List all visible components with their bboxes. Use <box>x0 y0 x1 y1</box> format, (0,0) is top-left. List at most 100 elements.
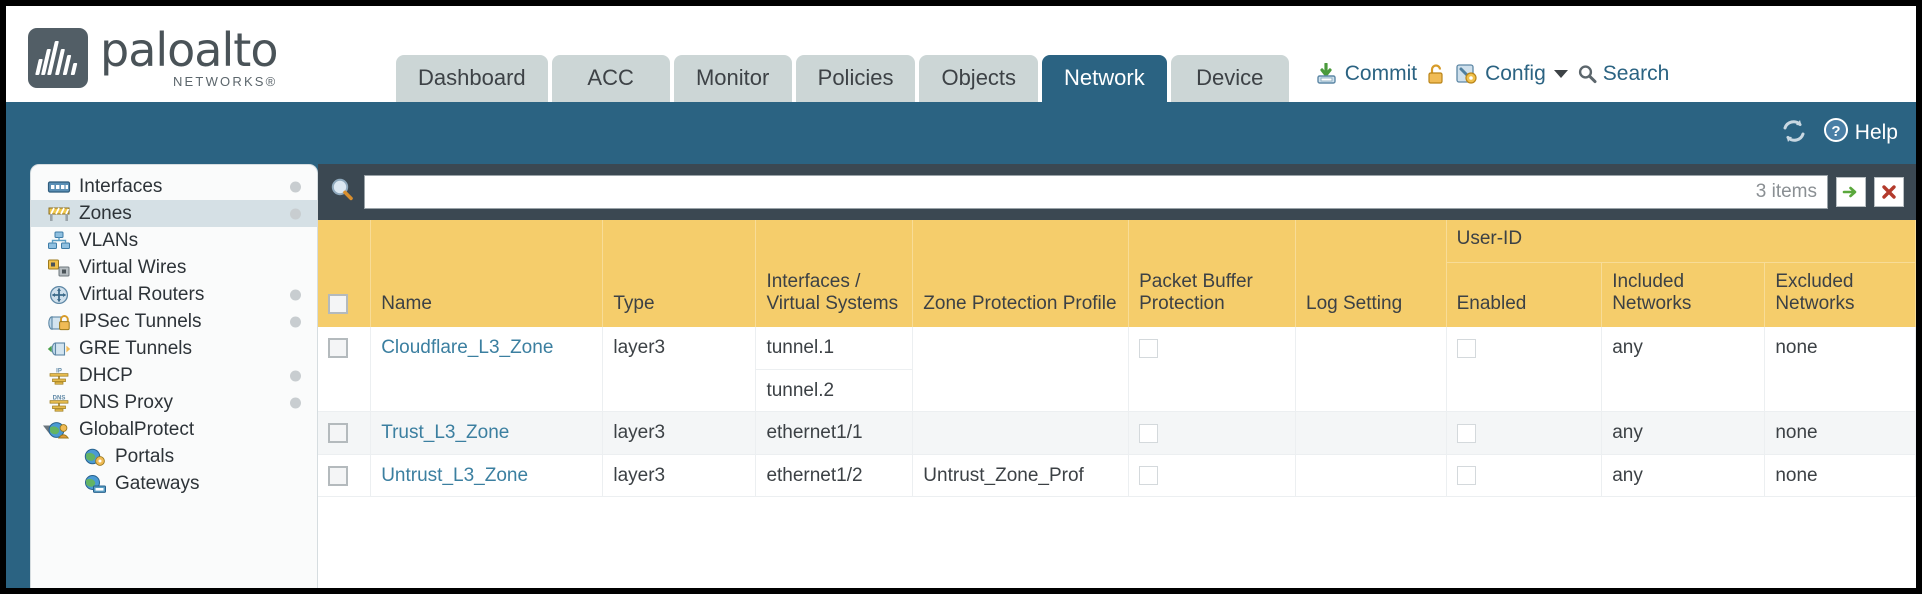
sidebar-item-virtual-routers[interactable]: Virtual Routers <box>31 281 317 308</box>
brand-name: paloalto <box>100 23 278 77</box>
commit-label: Commit <box>1344 62 1418 85</box>
config-lock-button[interactable] <box>1426 63 1446 85</box>
main-panel: 3 items <box>318 164 1916 588</box>
commit-button[interactable]: Commit <box>1315 62 1417 86</box>
apply-filter-button[interactable] <box>1836 177 1866 207</box>
search-input[interactable]: 3 items <box>364 175 1828 209</box>
help-label: Help <box>1854 121 1898 144</box>
column-header-excluded-networks[interactable]: Excluded Networks <box>1764 262 1916 328</box>
tab-policies[interactable]: Policies <box>795 55 916 102</box>
tab-network[interactable]: Network <box>1042 55 1167 102</box>
main-nav-tabs: Dashboard ACC Monitor Policies Objects N… <box>396 55 1289 102</box>
zone-name-link[interactable]: Cloudflare_L3_Zone <box>381 337 554 359</box>
interface-entry: tunnel.2 <box>766 379 835 401</box>
packet-buffer-checkbox[interactable] <box>1139 338 1159 358</box>
top-bar: paloalto NETWORKS® Dashboard ACC Monitor… <box>6 6 1916 102</box>
sidebar-item-label: DNS Proxy <box>79 391 173 413</box>
column-header-packet-buffer[interactable]: Packet Buffer Protection <box>1128 220 1297 328</box>
column-header-type[interactable]: Type <box>602 220 757 328</box>
row-select-cell <box>318 327 372 413</box>
sidebar-item-label: IPSec Tunnels <box>79 310 202 332</box>
cell-excluded-networks: none <box>1764 454 1916 498</box>
cell-type: layer3 <box>602 454 757 498</box>
sidebar-item-dhcp[interactable]: IP DHCP <box>31 362 317 389</box>
sidebar-item-gateways[interactable]: Gateways <box>31 470 317 497</box>
zones-table: Name Type Interfaces / Virtual Systems Z… <box>318 220 1916 498</box>
cell-included-networks: any <box>1601 327 1766 413</box>
table-row[interactable]: Trust_L3_Zone layer3 ethernet1/1 any <box>318 411 1916 455</box>
help-question-icon: ? <box>1823 117 1849 149</box>
cell-log-setting <box>1295 411 1447 455</box>
search-button[interactable]: Search <box>1577 62 1669 86</box>
column-group-header-user-id: User-ID <box>1446 220 1916 264</box>
sidebar-item-gre-tunnels[interactable]: GRE Tunnels <box>31 335 317 362</box>
cell-included-networks: any <box>1601 411 1766 455</box>
sidebar-item-zones[interactable]: Zones <box>31 200 317 227</box>
sidebar-item-dns-proxy[interactable]: DNS DNS Proxy <box>31 389 317 416</box>
sidebar-item-globalprotect[interactable]: GlobalProtect <box>31 416 317 443</box>
userid-enabled-checkbox[interactable] <box>1456 338 1476 358</box>
cell-userid-enabled <box>1446 411 1603 455</box>
cell-zone-protection <box>912 411 1130 455</box>
table-group-header-row: Name Type Interfaces / Virtual Systems Z… <box>318 220 1916 328</box>
svg-text:?: ? <box>1831 123 1840 140</box>
tab-device[interactable]: Device <box>1170 55 1289 102</box>
sidebar-item-label: VLANs <box>79 229 139 251</box>
row-checkbox[interactable] <box>328 465 348 486</box>
brand-subtitle: NETWORKS® <box>172 74 278 89</box>
tab-objects[interactable]: Objects <box>919 55 1039 102</box>
column-header-included-networks[interactable]: Included Networks <box>1601 262 1766 328</box>
config-menu-button[interactable]: Config <box>1455 62 1568 86</box>
sidebar-item-vlans[interactable]: VLANs <box>31 227 317 254</box>
packet-buffer-checkbox[interactable] <box>1139 423 1159 443</box>
sidebar-item-label: Virtual Wires <box>79 256 187 278</box>
table-header-row: Enabled Included Networks Excluded Netwo… <box>318 262 1916 328</box>
virtual-wires-icon <box>47 258 71 278</box>
config-label: Config <box>1485 62 1546 85</box>
filter-bar: 3 items <box>318 164 1916 220</box>
magnifier-icon[interactable] <box>328 176 356 209</box>
table-row[interactable]: Untrust_L3_Zone layer3 ethernet1/2 Untru… <box>318 454 1916 498</box>
column-header-log-setting[interactable]: Log Setting <box>1295 220 1447 328</box>
sidebar-item-ipsec-tunnels[interactable]: IPSec Tunnels <box>31 308 317 335</box>
interfaces-icon <box>47 177 71 197</box>
clear-filter-button[interactable] <box>1874 177 1904 207</box>
column-header-zone-protection[interactable]: Zone Protection Profile <box>912 220 1130 328</box>
virtual-routers-icon <box>47 285 71 305</box>
cell-interfaces: tunnel.1 tunnel.2 <box>755 327 914 413</box>
tab-dashboard[interactable]: Dashboard <box>396 55 548 102</box>
config-wrench-icon <box>1455 63 1479 85</box>
chevron-down-icon[interactable] <box>1553 70 1568 78</box>
zone-name-link[interactable]: Untrust_L3_Zone <box>381 464 529 486</box>
status-dot <box>290 181 301 192</box>
cell-type: layer3 <box>602 327 757 413</box>
table-row[interactable]: Cloudflare_L3_Zone layer3 tunnel.1 tunne… <box>318 327 1916 413</box>
tab-acc[interactable]: ACC <box>551 55 670 102</box>
dhcp-icon: IP <box>47 366 71 386</box>
refresh-icon[interactable] <box>1781 119 1807 148</box>
userid-enabled-checkbox[interactable] <box>1456 466 1476 486</box>
row-checkbox[interactable] <box>328 338 348 359</box>
cell-included-networks: any <box>1601 454 1766 498</box>
column-header-interfaces[interactable]: Interfaces / Virtual Systems <box>755 220 914 328</box>
sidebar-item-virtual-wires[interactable]: Virtual Wires <box>31 254 317 281</box>
zones-barrier-icon <box>47 204 71 224</box>
zone-name-link[interactable]: Trust_L3_Zone <box>381 422 510 444</box>
green-arrow-icon <box>1842 186 1857 198</box>
select-all-checkbox[interactable] <box>328 294 348 315</box>
column-header-enabled[interactable]: Enabled <box>1446 262 1603 328</box>
column-header-name[interactable]: Name <box>370 220 604 328</box>
sidebar-item-label: Interfaces <box>79 175 163 197</box>
row-checkbox[interactable] <box>328 423 348 444</box>
sidebar-item-interfaces[interactable]: Interfaces <box>31 173 317 200</box>
row-select-cell <box>318 411 372 455</box>
packet-buffer-checkbox[interactable] <box>1139 466 1159 486</box>
help-button[interactable]: ? Help <box>1823 117 1898 149</box>
content-area: Interfaces Zones <box>6 164 1916 588</box>
sidebar-item-label: Zones <box>79 202 132 224</box>
ipsec-tunnels-icon <box>47 312 71 332</box>
sidebar-item-portals[interactable]: Portals <box>31 443 317 470</box>
tab-monitor[interactable]: Monitor <box>673 55 792 102</box>
userid-enabled-checkbox[interactable] <box>1456 423 1476 443</box>
